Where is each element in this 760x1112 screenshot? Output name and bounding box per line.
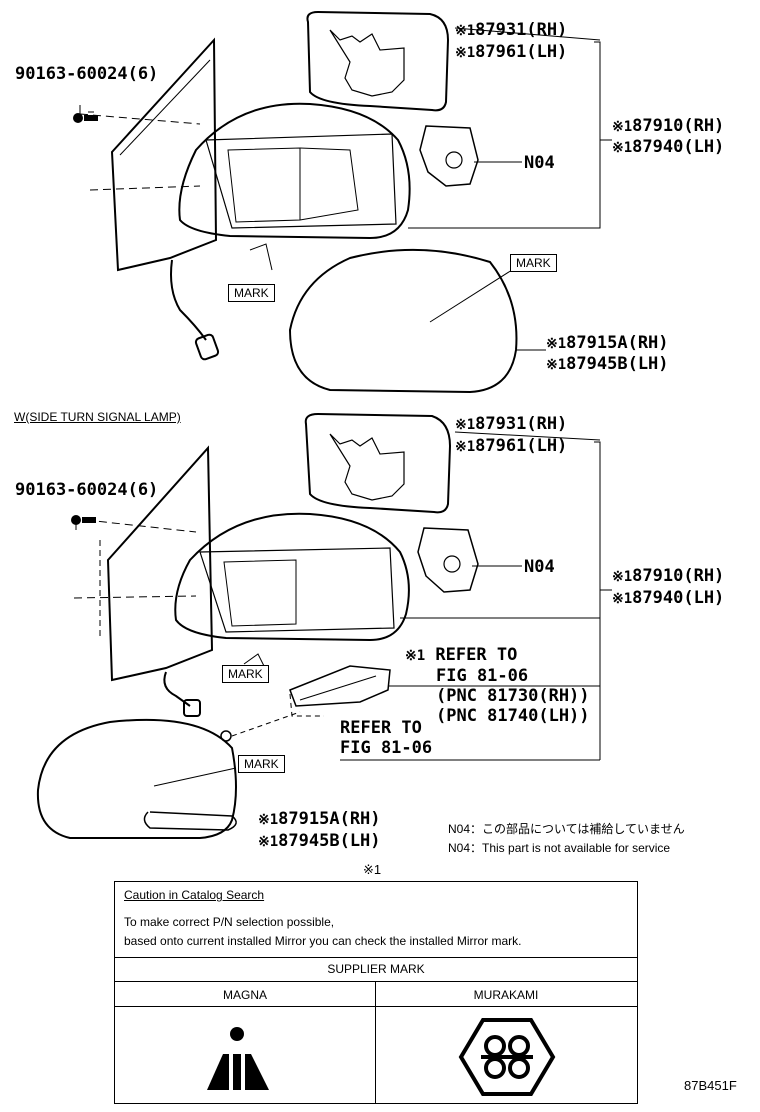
door-base-bottom [106, 445, 214, 682]
n04-label-bottom: N04 [524, 557, 555, 577]
supplier-mark-header: SUPPLIER MARK [327, 962, 425, 976]
caution-line-2: based onto current installed Mirror you … [124, 934, 522, 948]
assy-rh-label-bottom: ※187910(RH) [612, 566, 725, 586]
divider [115, 957, 637, 958]
glass-rh-label-bottom: ※187931(RH) [455, 414, 568, 434]
assy-lh-label-top: ※187940(LH) [612, 137, 725, 157]
caution-title: Caution in Catalog Search [124, 888, 265, 902]
caution-line-1: To make correct P/N selection possible, [124, 915, 335, 929]
mirror-glass-top [306, 10, 450, 112]
asterisk: ※1 [258, 834, 279, 850]
asterisk: ※1 [405, 648, 426, 664]
divider [375, 982, 376, 1103]
note-n04-japanese: N04：この部品については補給していません [448, 822, 685, 836]
asterisk: ※1 [612, 591, 633, 607]
murakami-logo-icon [458, 1018, 556, 1096]
supplier-magna-label: MAGNA [222, 988, 267, 1002]
mirror-housing-bottom [174, 512, 410, 642]
mirror-glass-bottom [304, 412, 452, 514]
divider [115, 1006, 637, 1007]
asterisk: ※1 [612, 119, 633, 135]
assy-lh-label-bottom: ※187940(LH) [612, 588, 725, 608]
assy-rh-label-top: ※187910(RH) [612, 116, 725, 136]
figure-code: 87B451F [684, 1078, 737, 1093]
supplier-murakami-label: MURAKAMI [473, 988, 539, 1002]
bolt-part-number-top: 90163-60024(6) [15, 64, 159, 84]
divider [115, 981, 637, 982]
cover-rh-label-top: ※187915A(RH) [546, 333, 669, 353]
section-title: W(SIDE TURN SIGNAL LAMP) [14, 410, 181, 424]
cover-lh-label-top: ※187945B(LH) [546, 354, 669, 374]
mark-box-top-1: MARK [228, 284, 275, 302]
mark-box-bottom-1: MARK [222, 665, 269, 683]
bolt-part-number-bottom: 90163-60024(6) [15, 480, 159, 500]
door-base-top [110, 37, 218, 272]
asterisk: ※1 [455, 23, 476, 39]
mark-box-top-2: MARK [510, 254, 557, 272]
asterisk: ※1 [612, 569, 633, 585]
mirror-housing-top [178, 102, 411, 240]
actuator-bottom [417, 527, 479, 593]
glass-lh-label-bottom: ※187961(LH) [455, 436, 568, 456]
n04-label-top: N04 [524, 153, 555, 173]
refer-to-lamp: ※1 REFER TO FIG 81-06 (PNC 81730(RH)) (P… [405, 645, 590, 726]
asterisk: ※1 [546, 336, 567, 352]
asterisk: ※1 [455, 417, 476, 433]
glass-rh-label-top: ※187931(RH) [455, 20, 568, 40]
mirror-cover-top [288, 248, 518, 394]
mirror-cover-bottom [36, 718, 237, 839]
asterisk: ※1 [455, 45, 476, 61]
asterisk: ※1 [455, 439, 476, 455]
mark-box-bottom-2: MARK [238, 755, 285, 773]
magna-logo-icon [207, 1027, 269, 1090]
glass-lh-label-top: ※187961(LH) [455, 42, 568, 62]
note-n04-english: N04：This part is not available for servi… [448, 841, 671, 855]
refer-to-screw: REFER TO FIG 81-06 [340, 718, 433, 758]
asterisk: ※1 [258, 812, 279, 828]
caution-asterisk: ※1 [363, 862, 382, 877]
asterisk: ※1 [612, 140, 633, 156]
asterisk: ※1 [546, 357, 567, 373]
cover-lh-label-bottom: ※187945B(LH) [258, 831, 381, 851]
cover-rh-label-bottom: ※187915A(RH) [258, 809, 381, 829]
caution-table: Caution in Catalog Search To make correc… [114, 881, 638, 1104]
actuator-top [419, 125, 479, 187]
turn-signal-lamp [289, 665, 391, 707]
